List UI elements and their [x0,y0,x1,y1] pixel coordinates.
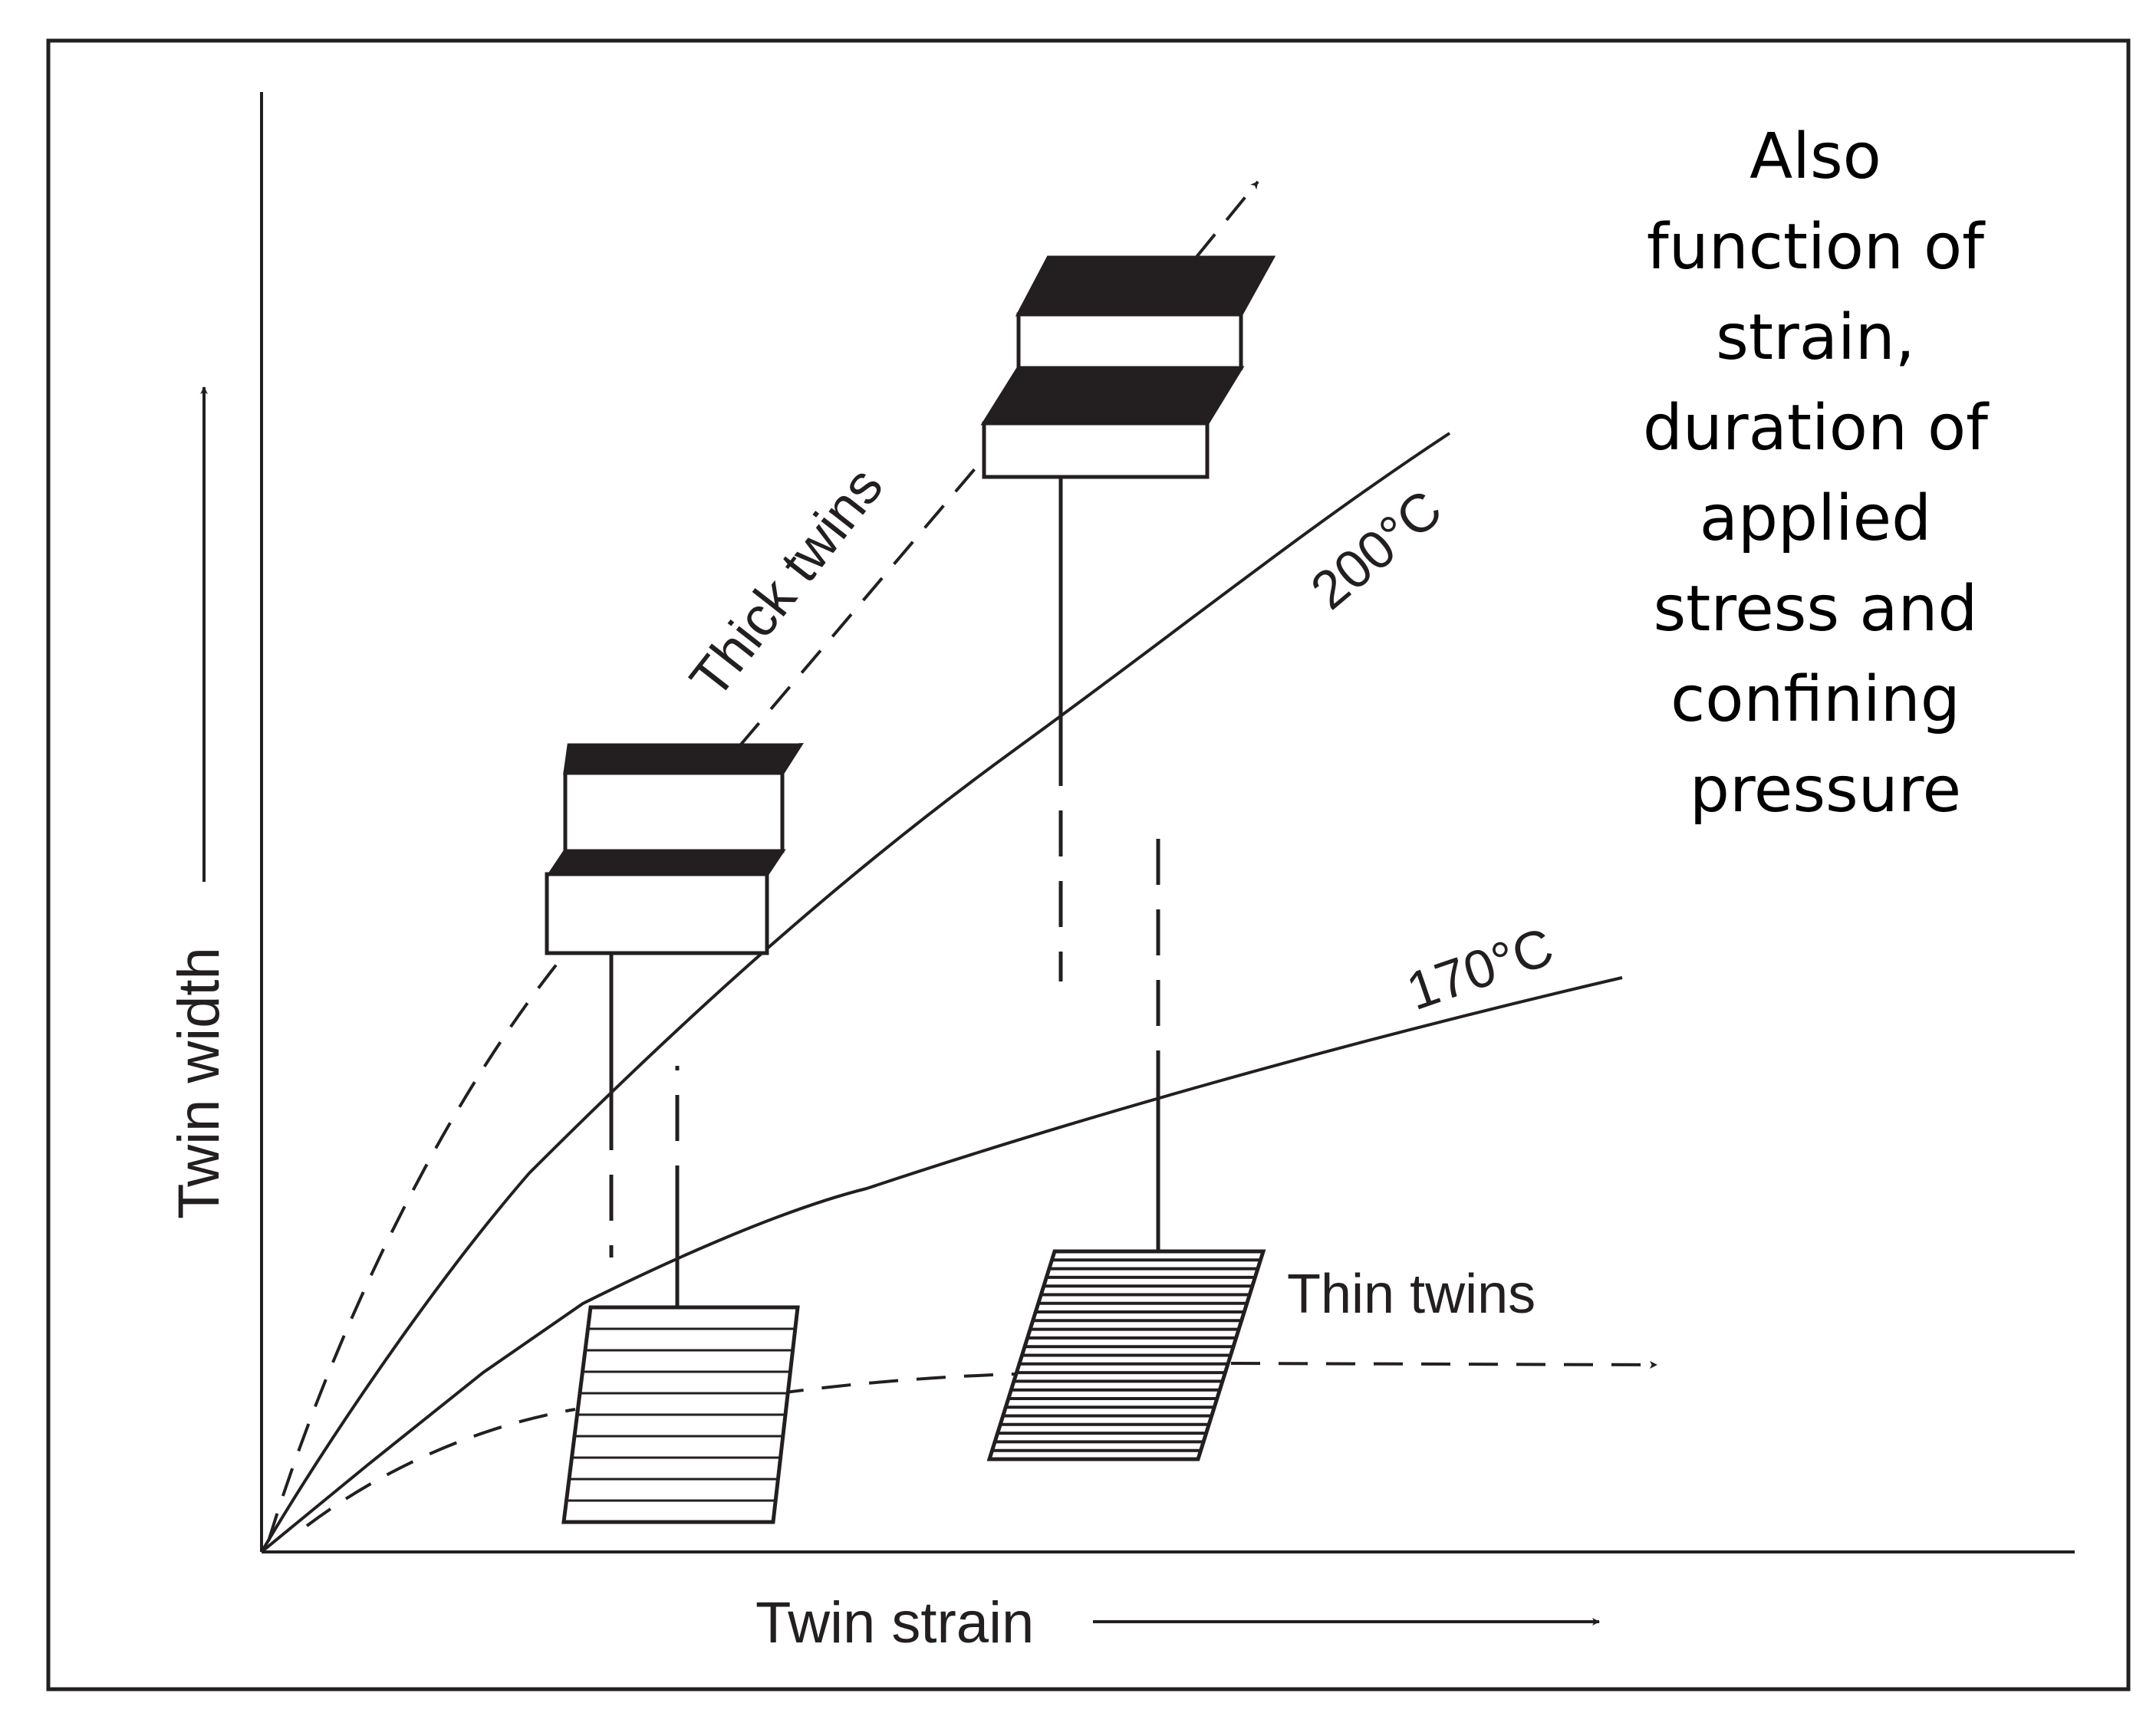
side-note-line: Also [1749,120,1881,193]
side-note-line: duration of [1643,392,1990,465]
side-note-line: confining [1670,663,1960,736]
thin-twins-trend [774,1373,1017,1396]
figure-frame [46,38,2131,1691]
thick-twins-trend [739,455,987,747]
thick-twins-trend [267,949,569,1542]
thick-twins-label: Thick twins [679,456,895,709]
thin-twin-block-left [561,1211,800,1524]
curve-170c [260,976,1623,1553]
thin-twin-block-right [986,1096,1266,1461]
thick-twin-block-left [545,742,804,1104]
thin-twins-trend [305,1408,576,1527]
side-note-line: applied [1700,482,1931,555]
side-note-line: stress and [1653,573,1977,646]
thin-twins-trend-arrow [1230,1360,1657,1369]
side-note-line: pressure [1690,754,1961,827]
side-note: Also function of strain, duration of app… [1643,120,2008,827]
y-axis-title: Twin width [166,947,232,1219]
curve-170c-label: 170°C [1399,916,1560,1021]
x-axis-title: Twin strain [755,1590,1034,1655]
side-note-line: function of [1647,211,1986,284]
thick-twin-block-upper [980,255,1276,740]
side-note-line: strain, [1716,301,1915,374]
thick-twins-trend-arrow [1195,180,1259,258]
curve-200c [260,432,1451,1553]
curve-200c-label: 200°C [1300,478,1453,620]
thin-twins-label: Thin twins [1287,1264,1536,1325]
